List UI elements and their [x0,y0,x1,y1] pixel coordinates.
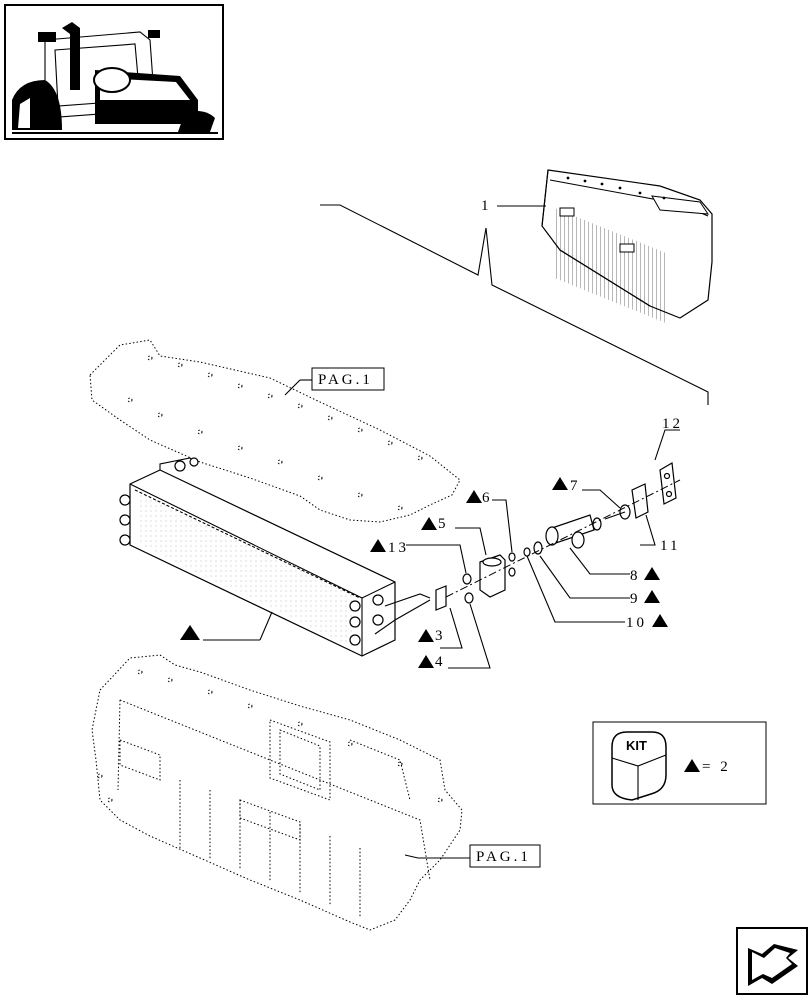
evaporator-core [119,457,431,657]
kit-triangle-icon [418,629,434,642]
kit-label: KIT [626,738,647,753]
kit-box-icon: KIT [611,731,667,801]
callout-10: 10 [626,615,647,631]
kit-triangle-icon [652,614,668,627]
callout-3: 3 [435,628,446,644]
callout-5: 5 [438,516,449,532]
kit-triangle-icon [644,567,660,580]
kit-triangle-icon [552,477,568,490]
next-page-arrow-icon [748,944,798,986]
page-ref-top: PAG.1 [318,372,373,388]
callout-6: 6 [482,490,493,506]
callout-13: 13 [388,540,409,556]
cover-plate-outline [89,339,461,523]
tractor-thumbnail-icon [12,22,218,134]
kit-triangle-icon [370,539,386,552]
next-page-arrow-button[interactable] [736,927,808,995]
kit-triangle-icon [418,655,434,668]
callout-8: 8 [630,568,641,584]
kit-legend: KIT = 2 [592,721,767,805]
callout-11: 11 [660,538,680,554]
callout-9: 9 [630,591,641,607]
lower-housing-outline [91,654,463,931]
callout-4: 4 [435,654,446,670]
callout-7: 7 [570,478,581,494]
kit-triangle-icon [684,759,700,772]
kit-triangle-icon [421,517,437,530]
kit-triangle-icon [180,625,200,640]
kit-triangle-icon [466,490,482,503]
page-ref-bottom: PAG.1 [476,849,531,865]
callout-12: 12 [662,416,683,432]
page-ref-bottom-box [469,844,541,868]
kit-triangle-icon [644,590,660,603]
callout-1: 1 [481,198,492,214]
kit-equals: = 2 [702,759,731,775]
ac-unit-assembly [541,169,713,324]
tractor-thumbnail [4,4,224,140]
page-ref-top-box [311,367,385,391]
